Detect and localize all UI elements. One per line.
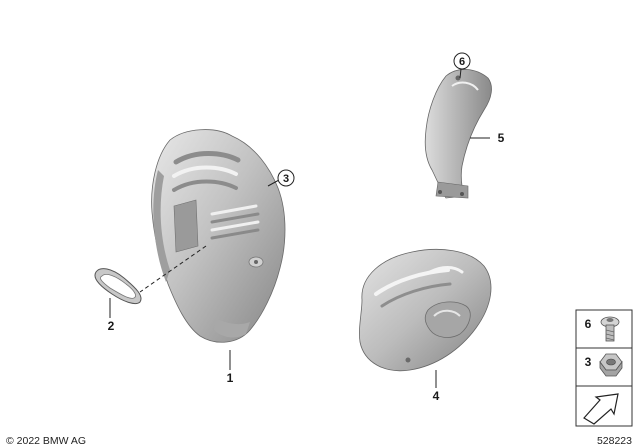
legend-label-a: 6 <box>585 317 592 331</box>
fastener-legend: 6 3 <box>575 309 633 427</box>
legend-label-b: 3 <box>585 355 592 369</box>
nut-icon <box>599 353 623 377</box>
callout-4: 4 <box>433 389 440 403</box>
callout-3-circle: 3 <box>277 169 295 187</box>
diagram-number: 528223 <box>597 435 632 447</box>
arrow-icon <box>583 393 619 425</box>
gasket-part-2 <box>94 268 142 305</box>
leader-lines <box>109 68 490 388</box>
callout-2: 2 <box>108 319 115 333</box>
bracket-part-5 <box>424 69 492 199</box>
callout-1: 1 <box>227 371 234 385</box>
copyright-text: © 2022 BMW AG <box>6 435 86 447</box>
callout-6: 6 <box>459 56 465 68</box>
heat-shield-part-1 <box>139 129 286 343</box>
callout-5: 5 <box>498 131 505 145</box>
heat-shield-cover-part-4 <box>359 249 492 372</box>
callout-6-circle: 6 <box>453 52 471 70</box>
screw-icon <box>600 316 620 342</box>
callout-3: 3 <box>283 173 289 185</box>
